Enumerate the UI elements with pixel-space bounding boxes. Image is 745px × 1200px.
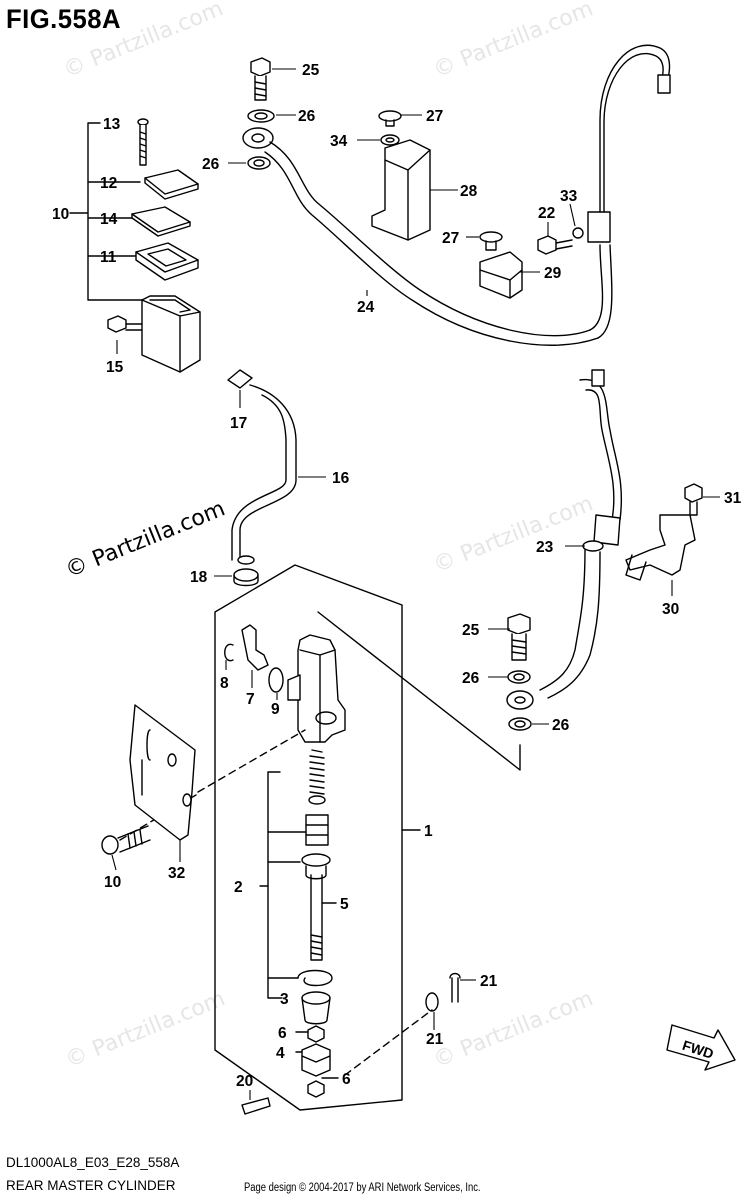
callout-10[interactable]: 10 [104,874,121,891]
callout-25[interactable]: 25 [302,62,320,79]
callout-34[interactable]: 34 [330,133,348,150]
callout-1[interactable]: 1 [424,823,433,840]
callout-18[interactable]: 18 [190,569,208,586]
callout-6[interactable]: 6 [278,1025,287,1042]
copyright-notice: Page design © 2004-2017 by ARI Network S… [244,1182,481,1194]
callout-2[interactable]: 2 [234,879,243,896]
callout-28[interactable]: 28 [460,183,478,200]
callout-9[interactable]: 8 [220,675,229,692]
callout-12[interactable]: 11 [100,249,117,266]
callout-16[interactable]: 15 [106,359,124,376]
callout-11[interactable]: 10 [52,206,69,223]
callout-14[interactable]: 13 [103,116,121,133]
callout-27[interactable]: 27 [426,108,443,125]
callout-15[interactable]: 14 [100,211,118,228]
callout-25[interactable]: 25 [462,622,480,639]
callout-26[interactable]: 26 [298,108,316,125]
callout-5[interactable]: 5 [340,896,349,913]
callout-31[interactable]: 31 [724,490,742,507]
callout-4[interactable]: 4 [276,1045,285,1062]
callout-27[interactable]: 27 [442,230,459,247]
callout-20[interactable]: 21 [426,1031,444,1048]
callout-13[interactable]: 12 [100,175,117,192]
figure-title: FIG.558A [6,4,121,34]
callout-7[interactable]: 7 [246,691,255,708]
callout-6[interactable]: 6 [342,1071,351,1088]
callout-3[interactable]: 3 [280,991,289,1008]
callout-32[interactable]: 32 [168,865,185,882]
callout-21[interactable]: 21 [480,973,498,990]
figure-code: DL1000AL8_E03_E28_558A [6,1155,180,1170]
callout-33[interactable]: 33 [560,188,578,205]
callout-30[interactable]: 30 [662,601,679,618]
callout-22[interactable]: 22 [538,205,555,222]
callout-24[interactable]: 24 [357,299,375,316]
figure-name: REAR MASTER CYLINDER [6,1178,176,1193]
callout-17[interactable]: 16 [332,470,350,487]
callout-29[interactable]: 29 [544,265,562,282]
callout-26[interactable]: 26 [202,156,220,173]
callout-26[interactable]: 26 [462,670,480,687]
callout-19[interactable]: 20 [236,1073,253,1090]
callout-8[interactable]: 9 [271,701,280,718]
callout-26[interactable]: 26 [552,717,570,734]
callout-23[interactable]: 23 [536,539,554,556]
callout-18[interactable]: 17 [230,415,247,432]
